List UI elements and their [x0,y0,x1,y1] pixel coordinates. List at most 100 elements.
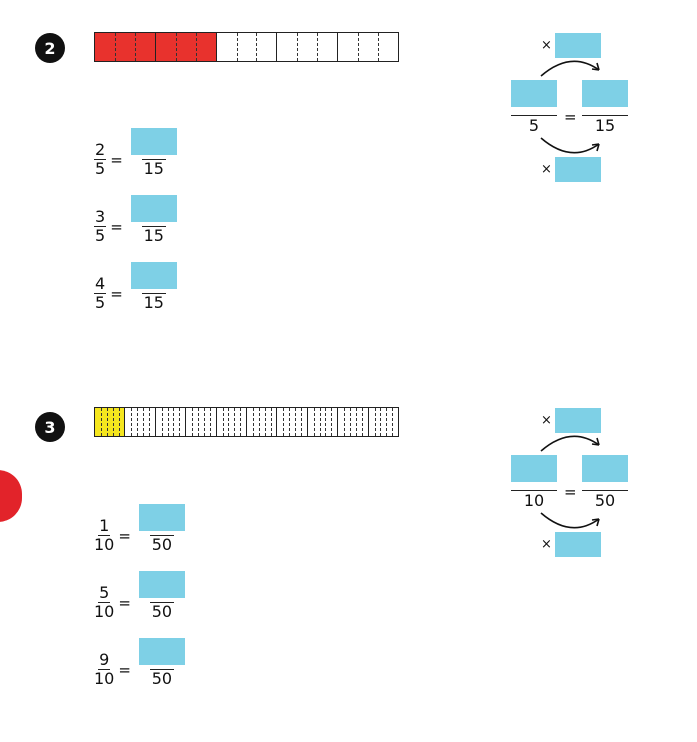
equals-sign: = [118,526,131,545]
strip-subdivision [380,408,382,436]
denominator-right: 50 [582,490,628,510]
numerator-right-blank[interactable] [582,80,628,107]
strip-subdivision [114,33,116,61]
strip-subdivision [378,33,380,61]
equals-sign: = [118,660,131,679]
fraction-numerator: 3 [94,207,107,227]
denominator-right: 15 [582,115,628,135]
numerator-left-blank[interactable] [511,455,557,482]
answer-denominator: 50 [149,601,175,621]
strip-segment [247,408,278,436]
strip-segment [338,408,369,436]
fraction-numerator: 4 [94,274,107,294]
equivalence-diagram: × 5 = 15 × [505,30,640,185]
answer-numerator-blank[interactable] [138,570,185,598]
strip-subdivision [252,408,254,436]
strip-segment [217,408,248,436]
fraction-row: 2 5 = 15 [94,127,177,178]
strip-segment [338,33,398,61]
strip-subdivision [228,408,230,436]
strip-segment-shaded [155,33,217,61]
answer-denominator: 15 [141,225,166,245]
fraction-numerator: 1 [98,516,111,536]
strip-segment [186,408,217,436]
arrow-bottom-icon [540,512,600,529]
strip-subdivision [167,408,169,436]
strip-subdivision [197,408,199,436]
answer-numerator-blank[interactable] [130,194,177,222]
multiplier-bottom-blank[interactable] [555,532,601,557]
exercise-number-badge: 2 [35,33,65,63]
strip-subdivision [331,408,333,436]
answer-numerator-blank[interactable] [130,261,177,289]
multiplier-top-blank[interactable] [555,33,601,58]
answer-numerator-blank[interactable] [138,637,185,665]
strip-subdivision [148,408,150,436]
strip-subdivision [100,408,102,436]
strip-segment [277,33,339,61]
strip-subdivision [195,33,197,61]
fraction-denominator: 10 [94,535,115,554]
multiply-sign-bottom: × [541,162,552,177]
fraction-row: 4 5 = 15 [94,261,177,312]
strip-subdivision [386,408,388,436]
fraction-row: 9 10 = 50 [94,637,185,688]
answer-denominator: 50 [149,534,175,554]
multiplier-top-blank[interactable] [555,408,601,433]
strip-segment [369,408,398,436]
strip-subdivision [118,408,120,436]
strip-subdivision [112,408,114,436]
strip-subdivision [131,408,133,436]
denominator-left: 5 [511,115,557,135]
strip-subdivision [355,408,357,436]
strip-segment [277,408,308,436]
margin-marker [0,470,22,522]
fraction-denominator: 5 [95,226,106,245]
strip-subdivision [374,408,376,436]
strip-subdivision [319,408,321,436]
strip-subdivision [236,33,238,61]
strip-subdivision [300,408,302,436]
strip-subdivision [289,408,291,436]
fraction-numerator: 2 [94,140,107,160]
answer-numerator-blank[interactable] [138,503,185,531]
strip-subdivision [143,408,145,436]
equals-sign: = [110,150,123,169]
strip-subdivision [317,33,319,61]
arrow-bottom-icon [540,137,600,154]
fraction-denominator: 5 [95,293,106,312]
fraction-strip [94,32,399,62]
multiply-sign-top: × [541,38,552,53]
strip-subdivision [325,408,327,436]
strip-segment-shaded [95,408,126,436]
denominator-left: 10 [511,490,557,510]
strip-subdivision [350,408,351,436]
strip-subdivision [175,33,177,61]
strip-subdivision [161,408,163,436]
arrow-top-icon [540,435,600,452]
numerator-left-blank[interactable] [511,80,557,107]
strip-subdivision [295,408,297,436]
strip-subdivision [234,408,236,436]
fraction-row: 1 10 = 50 [94,503,185,554]
numerator-right-blank[interactable] [582,455,628,482]
strip-subdivision [258,408,260,436]
fraction-numerator: 5 [98,583,111,603]
multiplier-bottom-blank[interactable] [555,157,601,182]
answer-denominator: 15 [141,292,166,312]
strip-subdivision [313,408,315,436]
exercise-number: 3 [44,417,56,437]
strip-subdivision [134,33,136,61]
strip-segment [156,408,187,436]
fraction-row: 3 5 = 15 [94,194,177,245]
arrow-top-icon [540,60,600,77]
strip-subdivision [203,408,205,436]
answer-numerator-blank[interactable] [130,127,177,155]
fraction-denominator: 5 [95,159,106,178]
strip-subdivision [283,408,285,436]
strip-subdivision [240,408,242,436]
strip-subdivision [179,408,181,436]
strip-subdivision [392,408,394,436]
answer-denominator: 50 [149,668,175,688]
equals-sign: = [564,108,577,126]
